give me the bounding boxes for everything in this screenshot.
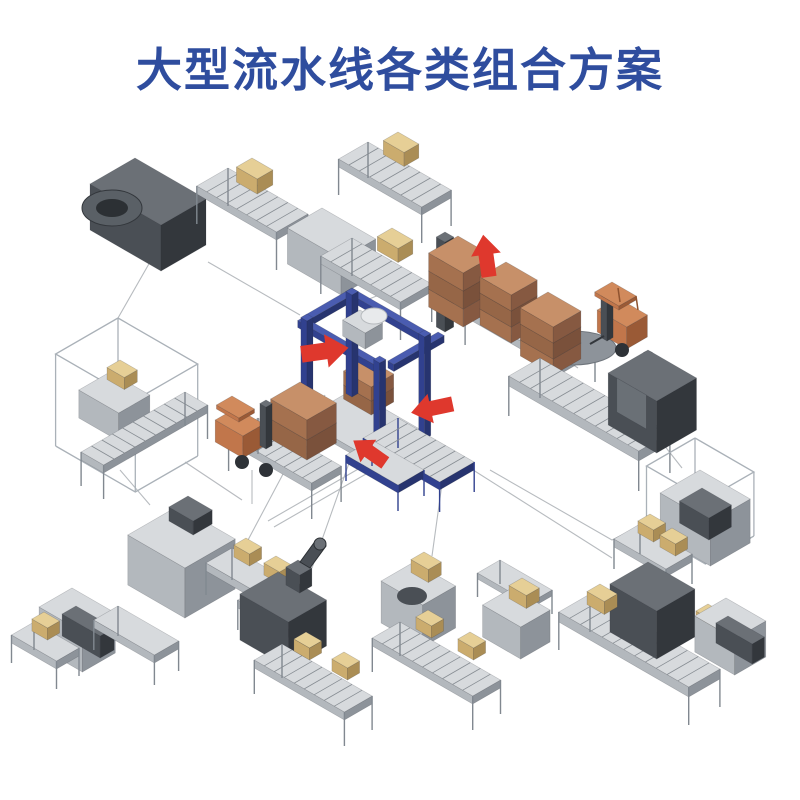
forklift-with-pallet bbox=[214, 381, 342, 519]
frame-cube-machine bbox=[54, 317, 209, 499]
direction-arrows bbox=[300, 234, 501, 469]
carton-sealing-line bbox=[10, 495, 320, 689]
page-title: 大型流水线各类组合方案 bbox=[136, 44, 664, 96]
direction-arrow-icon bbox=[353, 439, 390, 469]
sleeve-wrapping-machine-line bbox=[81, 157, 309, 272]
direction-arrow-icon bbox=[300, 334, 349, 368]
filling-machine-cluster bbox=[371, 551, 553, 730]
direction-arrow-icon bbox=[471, 234, 501, 278]
forklift-right bbox=[589, 281, 655, 365]
infeed-conveyor-line bbox=[508, 349, 698, 491]
robot-loading-cell bbox=[239, 537, 373, 746]
direction-arrow-icon bbox=[411, 393, 455, 424]
packing-conveyor-line bbox=[558, 561, 767, 725]
tiered-conveyor-station bbox=[286, 131, 452, 340]
